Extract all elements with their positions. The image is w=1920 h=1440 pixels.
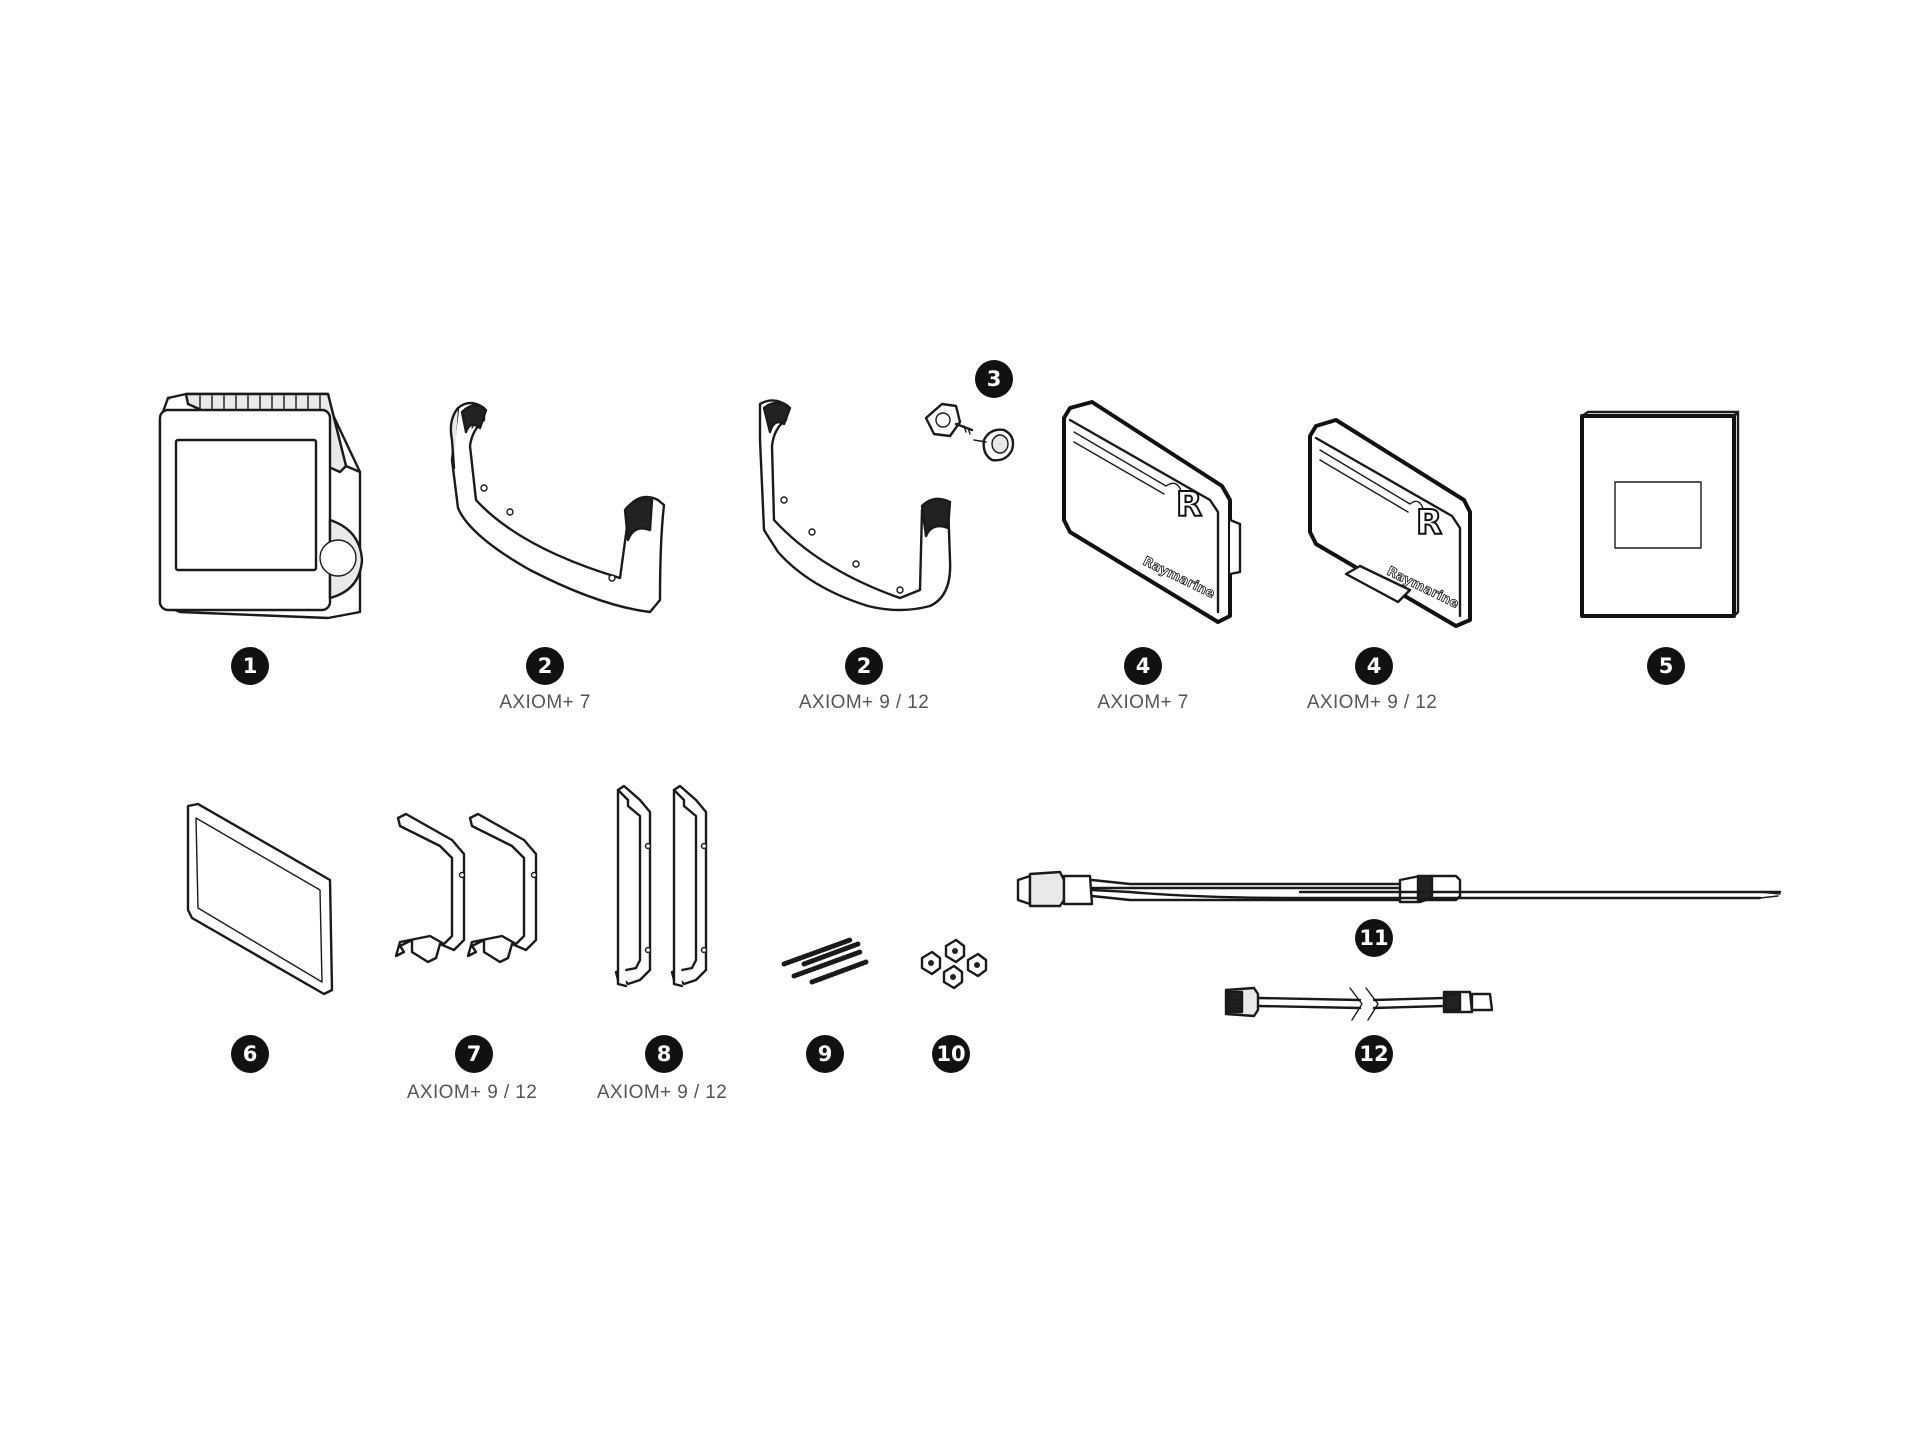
callout-3-number: 3 <box>987 367 1002 391</box>
threaded-studs-illustration <box>781 937 869 985</box>
callout-2a-caption: AXIOM+ 7 <box>499 692 590 713</box>
callout-8: 8 AXIOM+ 9 / 12 <box>597 1035 727 1103</box>
power-cable-illustration <box>1016 870 1782 908</box>
callout-2a: 2 AXIOM+ 7 <box>499 647 590 713</box>
callout-3: 3 <box>975 360 1013 398</box>
callout-11: 11 <box>1355 919 1393 957</box>
callout-2a-badge <box>526 647 564 685</box>
callout-6-number: 6 <box>243 1042 258 1066</box>
callout-1-number: 1 <box>243 654 258 678</box>
callout-7-caption: AXIOM+ 9 / 12 <box>407 1082 537 1103</box>
nuts-illustration <box>920 938 988 990</box>
callout-11-number: 11 <box>1359 926 1388 950</box>
callout-12-badge <box>1355 1035 1393 1073</box>
callout-10: 10 <box>932 1035 970 1073</box>
callout-4b-caption: AXIOM+ 9 / 12 <box>1307 692 1437 713</box>
callout-1-badge <box>231 647 269 685</box>
callout-8-badge <box>645 1035 683 1073</box>
callout-2b-caption: AXIOM+ 9 / 12 <box>799 692 929 713</box>
callout-11-badge <box>1355 919 1393 957</box>
callout-5-badge <box>1647 647 1685 685</box>
callout-7: 7 AXIOM+ 9 / 12 <box>407 1035 537 1103</box>
callout-2b: 2 AXIOM+ 9 / 12 <box>799 647 929 713</box>
callout-3-badge <box>975 360 1013 398</box>
callout-8-number: 8 <box>657 1042 672 1066</box>
callout-2a-number: 2 <box>538 654 553 678</box>
extension-cable-illustration <box>1224 986 1494 1021</box>
callout-1: 1 <box>231 647 269 685</box>
callout-7-number: 7 <box>467 1042 482 1066</box>
callout-4a-badge <box>1124 647 1162 685</box>
long-brackets-illustration <box>614 784 708 988</box>
callout-12-number: 12 <box>1359 1042 1388 1066</box>
documentation-illustration <box>1580 410 1740 618</box>
callout-4b-number: 4 <box>1367 654 1382 678</box>
callout-4b-badge <box>1355 647 1393 685</box>
callout-4a: 4 AXIOM+ 7 <box>1097 647 1188 713</box>
callout-2b-badge <box>845 647 883 685</box>
callout-4a-number: 4 <box>1136 654 1151 678</box>
sun-cover-axiom9-12-illustration: R Raymarine <box>1308 418 1472 628</box>
mounting-knobs-illustration <box>924 402 1015 462</box>
callout-6-badge <box>231 1035 269 1073</box>
callout-12: 12 <box>1355 1035 1393 1073</box>
cover-logo-letter-large: R <box>1416 503 1442 543</box>
callout-9: 9 <box>806 1035 844 1073</box>
callout-5-number: 5 <box>1659 654 1674 678</box>
callout-2b-number: 2 <box>857 654 872 678</box>
display-unit-illustration <box>158 392 364 620</box>
callout-7-badge <box>455 1035 493 1073</box>
callout-10-number: 10 <box>936 1042 965 1066</box>
callout-9-badge <box>806 1035 844 1073</box>
callout-8-caption: AXIOM+ 9 / 12 <box>597 1082 727 1103</box>
callout-4a-caption: AXIOM+ 7 <box>1097 692 1188 713</box>
cover-logo-letter: R <box>1176 485 1202 525</box>
bracket-axiom7-illustration <box>449 401 666 614</box>
gasket-illustration <box>186 802 334 996</box>
callout-6: 6 <box>231 1035 269 1073</box>
callout-9-number: 9 <box>818 1042 833 1066</box>
clamp-brackets-illustration <box>394 812 538 964</box>
sun-cover-axiom7-illustration: R Raymarine <box>1062 400 1242 624</box>
bracket-axiom9-12-illustration <box>758 399 952 612</box>
callout-4b: 4 AXIOM+ 9 / 12 <box>1307 647 1437 713</box>
callout-5: 5 <box>1647 647 1685 685</box>
callout-10-badge <box>932 1035 970 1073</box>
